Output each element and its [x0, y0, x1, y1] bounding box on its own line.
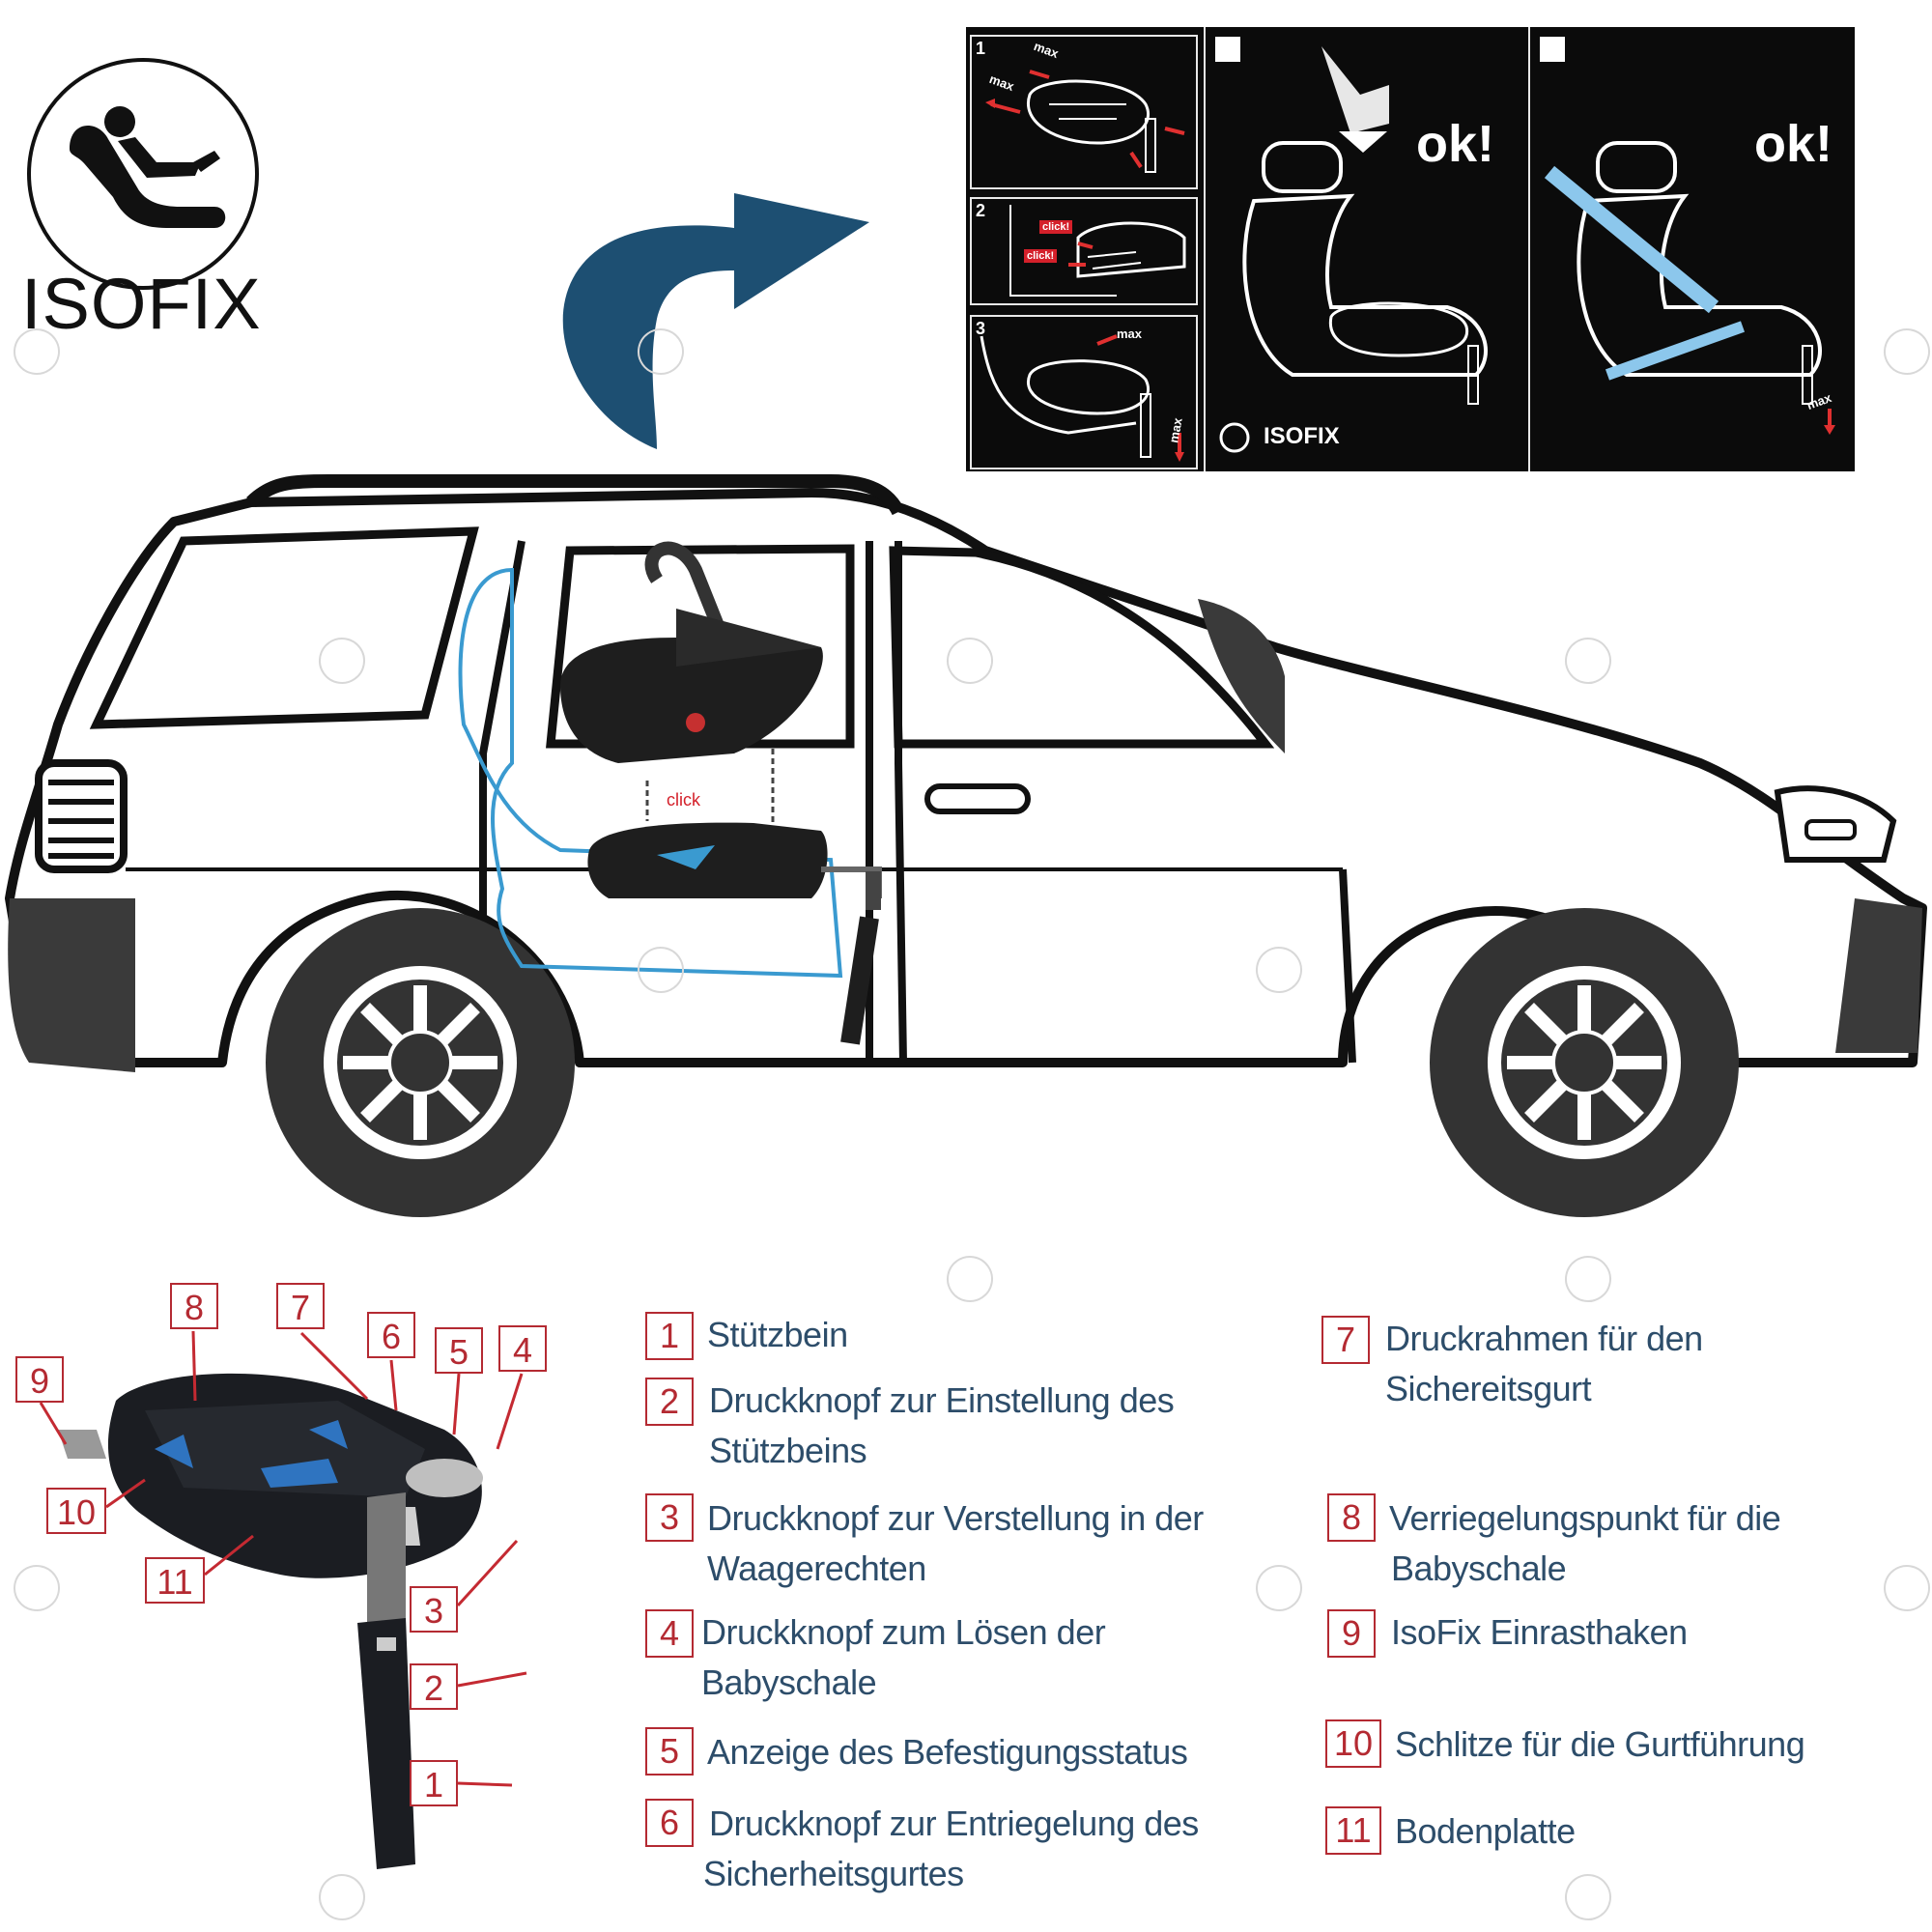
step-1-number: 1: [976, 39, 986, 58]
legend-num-8: 8: [1327, 1493, 1376, 1542]
child-seat-icon: [70, 106, 226, 228]
step-1-box: 1 max max: [970, 35, 1198, 189]
isofix-base: [587, 822, 882, 1045]
callout-1: 1: [410, 1760, 458, 1806]
watermark-icon: [937, 1246, 1003, 1312]
max-label: max: [1117, 327, 1143, 341]
watermark-icon: [1246, 1555, 1312, 1621]
ok-label: ok!: [1754, 115, 1833, 173]
legend-num-7: 7: [1321, 1316, 1370, 1364]
seat-panel-belt: ok! max: [1528, 27, 1857, 471]
callout-4: 4: [498, 1325, 547, 1372]
curved-arrow-icon: [562, 193, 869, 449]
click-label: click!: [1039, 220, 1073, 234]
legend-text-4b: Babyschale: [701, 1662, 877, 1702]
step-3-number: 3: [976, 319, 986, 338]
legend-text-9: IsoFix Einrasthaken: [1391, 1612, 1688, 1652]
callout-8: 8: [170, 1283, 218, 1329]
callout-3: 3: [410, 1586, 458, 1633]
infant-carrier: [560, 541, 823, 763]
car-illustration: [5, 474, 1927, 1217]
legend-text-2: Druckknopf zur Einstellung des: [709, 1380, 1175, 1420]
legend-num-3: 3: [645, 1493, 694, 1542]
legend-num-5: 5: [645, 1727, 694, 1776]
isofix-logo: [27, 58, 259, 290]
step-3-box: 3 max max: [970, 315, 1198, 469]
isofix-logo-text: ISOFIX: [21, 264, 262, 344]
legend-num-9: 9: [1327, 1609, 1376, 1658]
step-2-number: 2: [976, 201, 986, 220]
panel-isofix-text: ISOFIX: [1264, 423, 1340, 449]
instruction-panel: 1 max max 2 click! click! 3 max max: [966, 27, 1855, 471]
legend-text-3b: Waagerechten: [707, 1548, 926, 1588]
legend-num-6: 6: [645, 1799, 694, 1847]
legend-text-5: Anzeige des Befestigungsstatus: [707, 1732, 1188, 1772]
step-2-illustration: [1009, 205, 1186, 297]
callout-7: 7: [276, 1283, 325, 1329]
legend-num-1: 1: [645, 1312, 694, 1360]
watermark-icon: [309, 1864, 375, 1930]
seat-panel-isofix: ok! ISOFIX: [1204, 27, 1524, 471]
legend-text-1: Stützbein: [707, 1315, 848, 1354]
click-label: click: [667, 790, 700, 810]
belted-seat-illustration: [1540, 37, 1835, 435]
callout-5: 5: [435, 1327, 483, 1374]
watermark-icon: [1555, 1246, 1621, 1312]
car-seat-illustration: [1215, 37, 1488, 453]
watermark-icon: [1555, 1864, 1621, 1930]
step-2-box: 2 click! click!: [970, 197, 1198, 305]
legend-text-6b: Sicherheitsgurtes: [703, 1854, 964, 1893]
callout-6: 6: [367, 1312, 415, 1358]
legend-text-4: Druckknopf zum Lösen der: [701, 1612, 1106, 1652]
legend-num-11: 11: [1325, 1806, 1381, 1855]
step-3-illustration: [980, 334, 1184, 462]
ok-label: ok!: [1416, 115, 1494, 173]
legend-text-11: Bodenplatte: [1395, 1811, 1576, 1851]
legend-num-4: 4: [645, 1609, 694, 1658]
legend-num-2: 2: [645, 1378, 694, 1426]
legend-num-10: 10: [1325, 1719, 1381, 1768]
step-1-illustration: [985, 70, 1185, 173]
legend-text-8: Verriegelungspunkt für die: [1389, 1498, 1781, 1538]
legend-text-2b: Stützbeins: [709, 1431, 867, 1470]
legend-text-3: Druckknopf zur Verstellung in der: [707, 1498, 1204, 1538]
callout-leader-lines: [39, 1330, 527, 1787]
callout-9: 9: [15, 1356, 64, 1403]
legend-text-6: Druckknopf zur Entriegelung des: [709, 1804, 1199, 1843]
legend-text-8b: Babyschale: [1391, 1548, 1567, 1588]
click-label: click!: [1024, 249, 1058, 263]
legend-text-10: Schlitze für die Gurtführung: [1395, 1724, 1805, 1764]
callout-2: 2: [410, 1663, 458, 1710]
watermark-icon: [1874, 1555, 1932, 1621]
watermark-icon: [1874, 319, 1932, 384]
callout-10: 10: [46, 1488, 106, 1534]
legend-text-7b: Sichereitsgurt: [1385, 1369, 1592, 1408]
rear-wheel: [266, 908, 575, 1217]
front-wheel: [1430, 908, 1739, 1217]
callout-11: 11: [145, 1557, 205, 1604]
legend-text-7: Druckrahmen für den: [1385, 1319, 1703, 1358]
isofix-base-photo: [58, 1373, 483, 1869]
